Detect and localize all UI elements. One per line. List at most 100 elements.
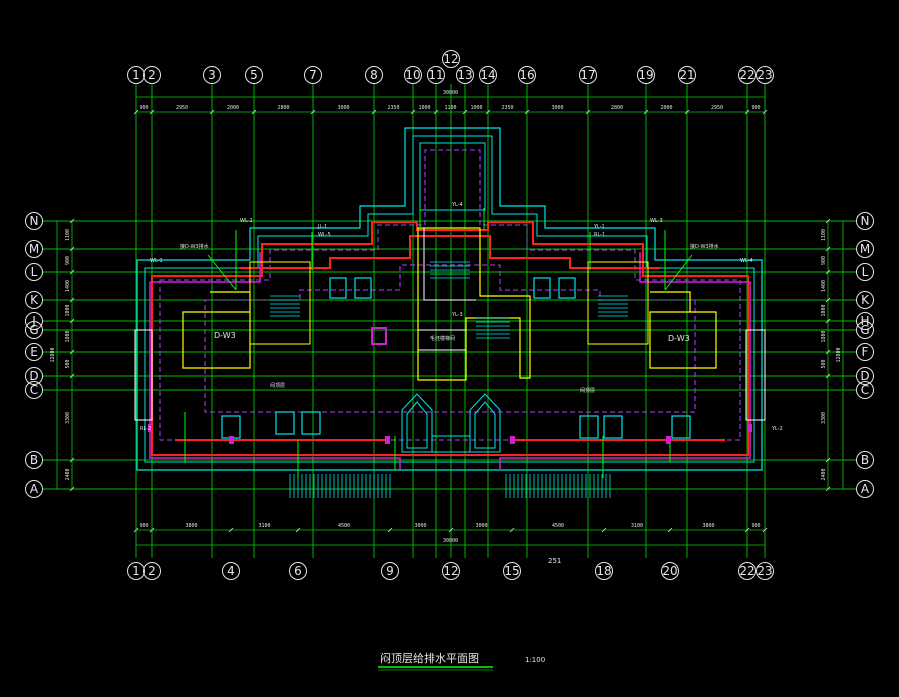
dim-tick (762, 109, 768, 115)
dim-tick (295, 527, 301, 533)
dim-tick (825, 297, 831, 303)
axis-bubble-left-N: N (25, 212, 43, 230)
pipe-tag: WL-2 (240, 218, 253, 224)
dim-value: 1400 (65, 280, 71, 292)
bubble-label: 10 (405, 68, 420, 82)
bubble-label: 22 (739, 564, 754, 578)
bubble-circle (25, 312, 43, 330)
axis-bubble-top-22: 22 (738, 66, 756, 84)
axis-bubble-bottom-1: 1 (127, 562, 145, 580)
dim-value: 1000 (470, 105, 482, 111)
dim-value: 12800 (50, 347, 56, 362)
bubble-label: 21 (679, 68, 694, 82)
axis-bubble-top-19: 19 (637, 66, 655, 84)
dim-value: 2000 (660, 105, 672, 111)
dim-value: 2800 (277, 105, 289, 111)
dim-tick (251, 109, 257, 115)
axis-bubble-right-C: C (856, 381, 874, 399)
dim-value: 30800 (443, 538, 458, 544)
bubble-label: 9 (386, 564, 394, 578)
dim-tick (69, 457, 75, 463)
pipe-tag: WL-3 (650, 218, 663, 224)
pipe-tag: WL-1 (150, 258, 163, 264)
bubble-label: G (29, 323, 38, 337)
bubble-circle (661, 562, 679, 580)
axis-bubble-right-F: F (856, 343, 874, 361)
bubble-circle (25, 321, 43, 339)
pipe-tag: YL-1 (593, 224, 605, 230)
dim-value: 900 (751, 523, 760, 529)
bubble-label: J (31, 314, 36, 328)
bubble-label: D (860, 369, 869, 383)
bubble-label: A (30, 482, 39, 496)
axis-bubble-left-L: L (25, 263, 43, 281)
dim-bottom-total: 30800 (136, 538, 765, 546)
dim-tick (133, 527, 139, 533)
dim-tick (69, 349, 75, 355)
dim-value: 1400 (821, 280, 827, 292)
room-label-right: 闷顶层 (580, 387, 595, 394)
dim-tick (684, 109, 690, 115)
axis-bubble-top-23: 23 (756, 66, 774, 84)
bubble-label: M (860, 242, 870, 256)
bubble-circle (442, 562, 460, 580)
bubble-label: M (29, 242, 39, 256)
bubble-circle (25, 451, 43, 469)
page-number: 251 (548, 557, 561, 565)
dim-tick (667, 527, 673, 533)
bubble-circle (365, 66, 383, 84)
dim-tick (643, 109, 649, 115)
red-pipe-outer (151, 221, 749, 456)
axis-bubble-bottom-23: 23 (756, 562, 774, 580)
bubble-circle (222, 562, 240, 580)
axis-bubble-left-M: M (25, 240, 43, 258)
bubble-circle (427, 66, 445, 84)
unit-right-yellow (649, 291, 717, 369)
bubble-circle (738, 66, 756, 84)
pipe-tag: RL-2 (140, 426, 151, 432)
dim-value: 3800 (185, 523, 197, 529)
bubble-label: 22 (739, 68, 754, 82)
axis-bubble-left-A: A (25, 480, 43, 498)
dim-tick (762, 527, 768, 533)
pipe-tag: YL-4 (451, 202, 463, 208)
dim-tick (585, 109, 591, 115)
dim-value: 3100 (258, 523, 270, 529)
bubble-circle (381, 562, 399, 580)
bubble-circle (25, 480, 43, 498)
pipe-tag: RL-1 (594, 232, 605, 238)
dim-tick (448, 527, 454, 533)
axis-bubble-bottom-6: 6 (289, 562, 307, 580)
inner-wall-cyan (144, 135, 755, 463)
axis-bubble-bottom-22: 22 (738, 562, 756, 580)
bubble-circle (25, 381, 43, 399)
ridge-dashed (159, 149, 741, 441)
dim-tick (825, 373, 831, 379)
bubble-circle (127, 562, 145, 580)
drawing-title: 闷顶层给排水平面图 (380, 651, 479, 665)
axis-bubble-bottom-15: 15 (503, 562, 521, 580)
dim-value: 900 (139, 523, 148, 529)
bubble-circle (856, 367, 874, 385)
dim-value: 2350 (501, 105, 513, 111)
axis-bubble-left-K: K (25, 291, 43, 309)
bubble-label: E (30, 345, 38, 359)
axis-bubble-right-B: B (856, 451, 874, 469)
unit-label-left: D-W3 (214, 331, 236, 340)
dim-tick (825, 318, 831, 324)
dim-value: 2800 (611, 105, 623, 111)
bubble-circle (738, 562, 756, 580)
bubble-label: 8 (370, 68, 378, 82)
stair-treads (270, 261, 628, 339)
magenta-block (371, 327, 387, 345)
bubble-label: 13 (457, 68, 472, 82)
dim-tick (825, 269, 831, 275)
dim-tick (133, 109, 139, 115)
bubble-label: L (31, 265, 38, 279)
dim-value: 1100 (444, 105, 456, 111)
bubble-circle (25, 212, 43, 230)
